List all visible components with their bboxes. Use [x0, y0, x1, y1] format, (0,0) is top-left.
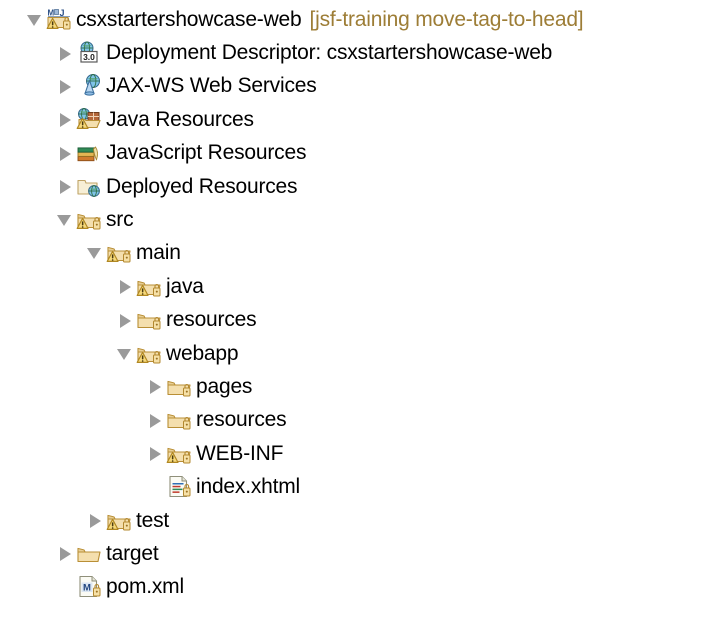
svg-text:J: J: [60, 8, 65, 18]
svg-text:3.0: 3.0: [83, 52, 95, 62]
tree-twisty-collapsed-icon[interactable]: [114, 309, 136, 331]
tree-twisty-collapsed-icon[interactable]: [84, 510, 106, 532]
tree-row[interactable]: WEB-INF: [0, 437, 724, 470]
tree-row[interactable]: src: [0, 203, 724, 236]
tree-indent: [0, 86, 54, 87]
tree-row[interactable]: resources: [0, 304, 724, 337]
folder-icon: [76, 207, 102, 233]
folder-icon: [166, 441, 192, 467]
folder-icon: [106, 508, 132, 534]
tree-item-label: webapp: [166, 341, 239, 365]
tree-row[interactable]: pages: [0, 370, 724, 403]
tree-row[interactable]: JavaScript Resources: [0, 137, 724, 170]
jax-ws-web-services-icon: [76, 73, 102, 99]
tree-item-suffix: [jsf-training move-tag-to-head]: [309, 7, 584, 31]
javascript-resources-icon: [76, 140, 102, 166]
tree-item-label: Deployed Resources: [106, 174, 298, 198]
java-resources-icon: [76, 107, 102, 133]
tree-indent: [0, 186, 54, 187]
tree-twisty-collapsed-icon[interactable]: [54, 109, 76, 131]
tree-indent: [0, 353, 114, 354]
tree-item-label: java: [166, 274, 204, 298]
tree-twisty-collapsed-icon[interactable]: [114, 276, 136, 298]
tree-row[interactable]: index.xhtml: [0, 470, 724, 503]
tree-row[interactable]: Deployed Resources: [0, 170, 724, 203]
tree-twisty-collapsed-icon[interactable]: [54, 176, 76, 198]
tree-indent: [0, 153, 54, 154]
tree-row[interactable]: test: [0, 504, 724, 537]
tree-twisty-expanded-icon[interactable]: [114, 343, 136, 365]
tree-row[interactable]: JAX-WS Web Services: [0, 70, 724, 103]
folder-icon: [76, 541, 102, 567]
tree-indent: [0, 587, 54, 588]
tree-item-label: target: [106, 541, 159, 565]
tree-row[interactable]: webapp: [0, 337, 724, 370]
tree-indent: [0, 19, 24, 20]
tree-twisty-expanded-icon[interactable]: [84, 242, 106, 264]
tree-indent: [0, 253, 84, 254]
svg-text:M: M: [83, 583, 91, 594]
tree-indent: [0, 420, 144, 421]
tree-twisty-collapsed-icon[interactable]: [54, 142, 76, 164]
maven-pom-file-icon: M: [76, 574, 102, 600]
tree-twisty-placeholder: [54, 576, 76, 598]
tree-item-label: main: [136, 241, 181, 265]
tree-twisty-collapsed-icon[interactable]: [144, 409, 166, 431]
tree-row[interactable]: target: [0, 537, 724, 570]
tree-indent: [0, 487, 144, 488]
tree-item-label: Java Resources: [106, 107, 254, 131]
tree-twisty-collapsed-icon[interactable]: [54, 75, 76, 97]
tree-twisty-collapsed-icon[interactable]: [54, 543, 76, 565]
tree-twisty-placeholder: [144, 476, 166, 498]
tree-row[interactable]: 3.0 Deployment Descriptor: csxstartershow…: [0, 36, 724, 69]
tree-indent: [0, 386, 144, 387]
tree-item-label: Deployment Descriptor: csxstartershowcas…: [106, 41, 553, 65]
tree-item-label: WEB-INF: [196, 441, 284, 465]
tree-indent: [0, 220, 54, 221]
folder-icon: [166, 407, 192, 433]
tree-twisty-expanded-icon[interactable]: [54, 209, 76, 231]
tree-indent: [0, 453, 144, 454]
deployed-resources-icon: [76, 174, 102, 200]
tree-indent: [0, 53, 54, 54]
svg-text:M: M: [48, 8, 55, 17]
tree-twisty-collapsed-icon[interactable]: [54, 42, 76, 64]
tree-item-label: pages: [196, 374, 253, 398]
tree-indent: [0, 119, 54, 120]
folder-icon: [136, 341, 162, 367]
folder-icon: [106, 240, 132, 266]
deployment-descriptor-icon: 3.0: [76, 40, 102, 66]
tree-indent: [0, 520, 84, 521]
tree-item-label: JAX-WS Web Services: [106, 74, 317, 98]
folder-icon: [166, 374, 192, 400]
tree-row[interactable]: Java Resources: [0, 103, 724, 136]
tree-row[interactable]: java: [0, 270, 724, 303]
tree-indent: [0, 320, 114, 321]
tree-twisty-collapsed-icon[interactable]: [144, 443, 166, 465]
tree-indent: [0, 553, 54, 554]
tree-item-label: src: [106, 208, 134, 232]
tree-indent: [0, 286, 114, 287]
xhtml-file-icon: [166, 474, 192, 500]
tree-twisty-expanded-icon[interactable]: [24, 9, 46, 31]
tree-row[interactable]: main: [0, 237, 724, 270]
folder-icon: [136, 274, 162, 300]
tree-item-label: resources: [196, 408, 287, 432]
folder-icon: [136, 307, 162, 333]
tree-item-label: index.xhtml: [196, 475, 301, 499]
tree-item-label: test: [136, 508, 170, 532]
tree-twisty-collapsed-icon[interactable]: [144, 376, 166, 398]
tree-item-label: JavaScript Resources: [106, 141, 307, 165]
tree-item-label: resources: [166, 308, 257, 332]
tree-item-label: csxstartershowcase-web: [76, 7, 302, 31]
tree-item-label: pom.xml: [106, 575, 184, 599]
tree-row[interactable]: resources: [0, 404, 724, 437]
